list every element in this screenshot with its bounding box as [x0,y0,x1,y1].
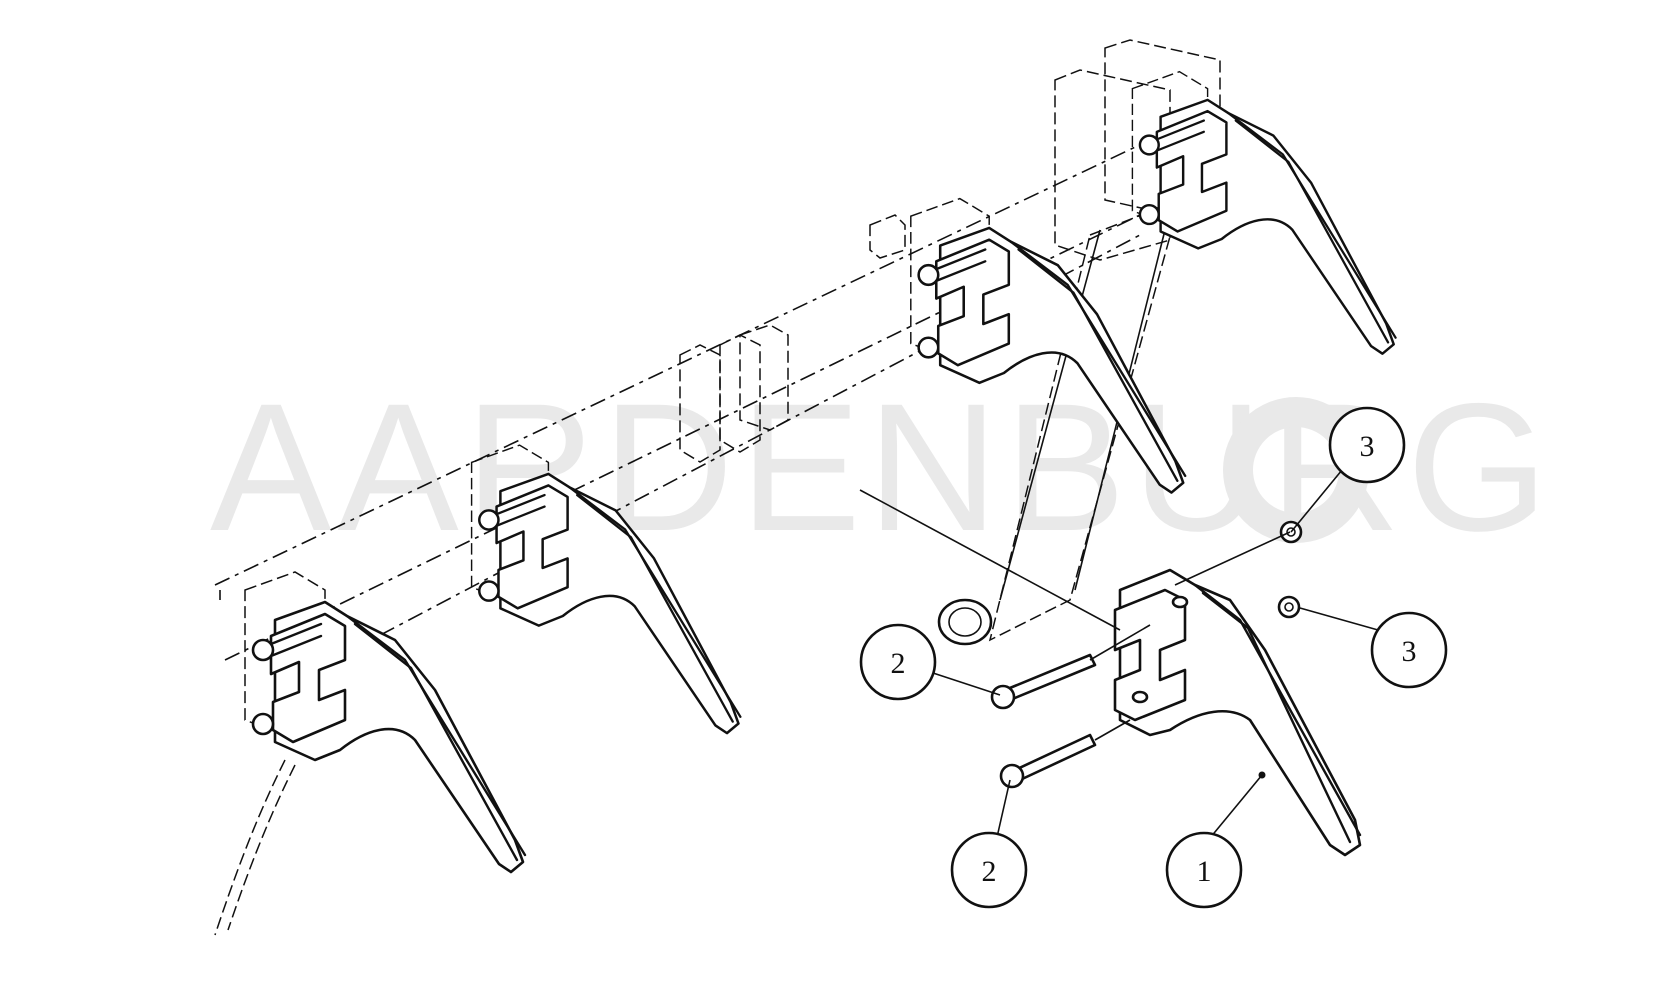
nut-lower [1277,595,1301,619]
balloon-label: 2 [982,855,997,888]
balloon-part-2-bottom: 2 [950,831,1028,909]
bolt-upper [990,653,1097,710]
tine-assembly-4 [1131,70,1397,355]
explosion-lines [859,489,1291,741]
balloon-part-3-top: 3 [1328,406,1406,484]
balloon-part-1: 1 [1165,831,1243,909]
balloon-part-3-right: 3 [1370,611,1448,689]
bolt-lower [999,733,1097,789]
balloon-label: 3 [1402,635,1417,668]
balloon-label: 1 [1197,855,1212,888]
tine-assembly-1 [243,570,527,874]
balloon-part-2-left: 2 [859,623,937,701]
balloon-label: 2 [891,647,906,680]
exploded-tine-part [1113,568,1362,857]
balloon-label: 3 [1360,430,1375,463]
